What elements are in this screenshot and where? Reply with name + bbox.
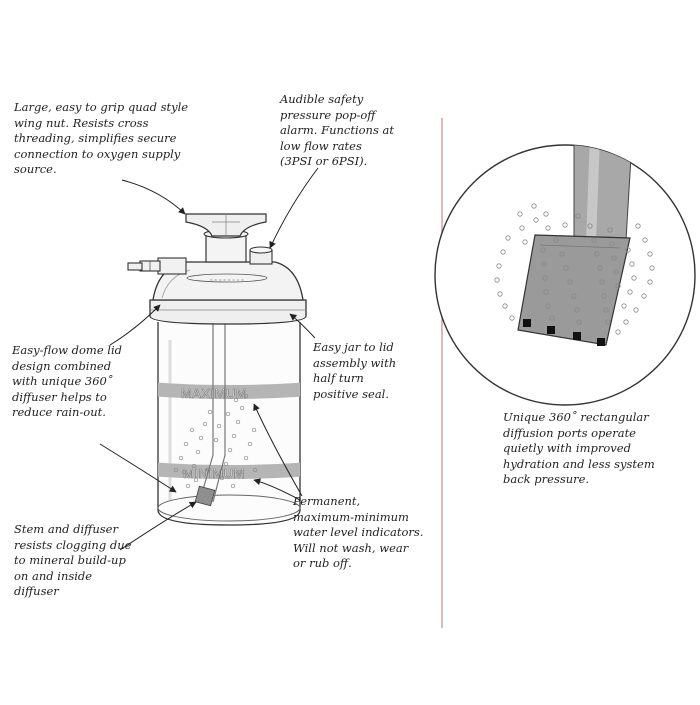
callout-jar-lid-assembly: Easy jar to lid assembly with half turn … xyxy=(313,340,397,401)
pop-off-alarm xyxy=(249,246,273,265)
jar-bottom xyxy=(157,494,301,522)
arrow-jar xyxy=(289,313,316,339)
callout-wing-nut: Large, easy to grip quad style wing nut.… xyxy=(14,100,189,176)
max-band xyxy=(158,382,300,399)
bubbles xyxy=(173,393,258,489)
wing-nut xyxy=(185,213,267,237)
humidifier-bottle: MAXIMUM MINIMUM xyxy=(127,213,307,526)
callout-pop-off-alarm: Audible safety pressure pop-off alarm. F… xyxy=(280,92,395,168)
diffuser-closeup xyxy=(434,144,696,406)
leader-lines xyxy=(99,167,319,551)
callout-water-level: Permanent, maximum-minimum water level i… xyxy=(293,494,424,570)
dome-lid xyxy=(152,261,304,301)
arrow-bubbles xyxy=(99,443,177,493)
arrow-levels-min xyxy=(253,478,301,501)
bottle-diffuser xyxy=(194,485,216,507)
min-band xyxy=(158,462,300,479)
callout-stem-diffuser: Stem and diffuser resists clogging due t… xyxy=(14,522,132,598)
neck xyxy=(205,233,247,263)
callout-dome-lid: Easy-flow dome lid design combined with … xyxy=(12,343,122,419)
arrow-levels-max xyxy=(253,403,303,497)
stem-tube-right xyxy=(212,322,226,503)
outlet-nozzle xyxy=(127,257,187,275)
arrow-wingnut xyxy=(121,179,186,215)
stem-tube xyxy=(199,322,214,501)
lid-rim xyxy=(149,299,307,325)
callout-diffusion-ports: Unique 360˚ rectangular diffusion ports … xyxy=(503,410,655,486)
arrow-dome xyxy=(109,304,161,346)
svg-text:= = = = = = = =: = = = = = = = = xyxy=(210,277,244,282)
min-label: MINIMUM xyxy=(183,466,245,481)
arrow-stem xyxy=(119,501,197,551)
max-label: MAXIMUM xyxy=(181,386,247,401)
arrow-alarm xyxy=(269,167,319,249)
